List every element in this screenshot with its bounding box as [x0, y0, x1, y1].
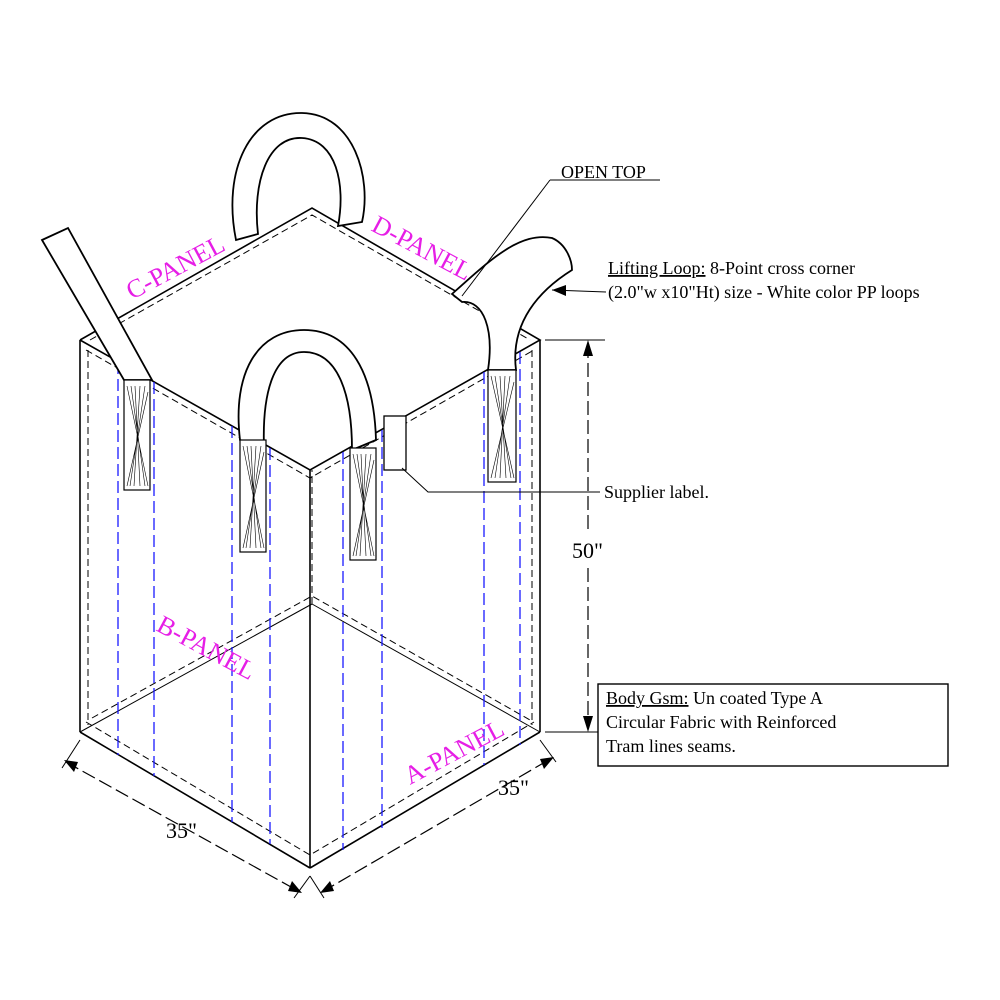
width-right-arrow — [320, 881, 334, 893]
height-dimension — [545, 339, 605, 733]
width-dimensions — [61, 739, 557, 899]
bottom-left-edge — [79, 731, 311, 869]
width-right-arrow — [540, 757, 554, 769]
label-pocket — [383, 415, 407, 471]
lifting-loops — [40, 112, 573, 561]
front-lifting-loop — [237, 329, 377, 452]
body-gsm-line2: Circular Fabric with Reinforced — [606, 712, 836, 732]
loop-stitch-patches — [123, 369, 517, 561]
lifting-loop-line1-text: 8-Point cross corner — [706, 258, 855, 278]
d-panel-label: D-PANEL — [367, 210, 477, 287]
width-left-dimension-text: 35" — [166, 818, 197, 843]
a-panel-label: A-PANEL — [399, 714, 509, 791]
b-panel-label: B-PANEL — [152, 610, 260, 686]
body-gsm-line3: Tram lines seams. — [606, 736, 736, 756]
width-ext — [61, 739, 81, 769]
width-right-dim-line — [321, 757, 553, 893]
width-ext — [293, 875, 311, 899]
left-lifting-loop — [40, 226, 154, 381]
height-arrow-bottom — [583, 716, 593, 732]
supplier-leader-line — [401, 467, 600, 493]
width-ext — [309, 875, 325, 899]
back-lifting-loop — [231, 112, 366, 242]
width-left-arrow — [288, 881, 302, 893]
width-right-dimension-text: 35" — [498, 775, 529, 800]
bottom-seam-back — [91, 595, 531, 721]
stitch-marks — [126, 385, 149, 487]
stitch-marks — [352, 453, 375, 557]
bag-body — [79, 207, 542, 869]
bottom-seam — [85, 721, 535, 856]
lifting-loop-heading: Lifting Loop: — [608, 258, 706, 278]
body-gsm-line1: Body Gsm: Un coated Type A — [606, 688, 823, 708]
stitch-patch — [123, 379, 151, 491]
bottom-right-edge — [309, 731, 541, 869]
stitch-marks — [490, 375, 515, 479]
open-top-label: OPEN TOP — [561, 162, 646, 182]
width-left-dim-line — [65, 761, 301, 893]
stitch-patch — [349, 447, 377, 561]
lifting-loop-line2: (2.0"w x10"Ht) size - White color PP loo… — [608, 282, 920, 303]
height-dimension-text: 50" — [572, 538, 603, 563]
tram-lines — [117, 352, 521, 850]
lifting-loop-arrowhead — [552, 285, 566, 296]
hidden-back-right-edge — [311, 603, 541, 733]
lifting-loop-line1: Lifting Loop: 8-Point cross corner — [608, 258, 855, 278]
width-left-arrow — [64, 760, 78, 772]
body-gsm-box — [597, 683, 949, 767]
body-gsm-heading: Body Gsm: — [606, 688, 689, 708]
top-seam-front — [85, 349, 535, 479]
height-arrow-top — [583, 340, 593, 356]
body-gsm-line1-text: Un coated Type A — [689, 688, 823, 708]
width-ext — [539, 739, 557, 763]
stitch-marks — [242, 445, 265, 549]
c-panel-label: C-PANEL — [121, 229, 229, 305]
supplier-label-tag — [383, 415, 600, 493]
open-top-leader — [461, 179, 551, 297]
hidden-back-left-edge — [79, 603, 313, 733]
supplier-label-text: Supplier label. — [604, 482, 709, 502]
